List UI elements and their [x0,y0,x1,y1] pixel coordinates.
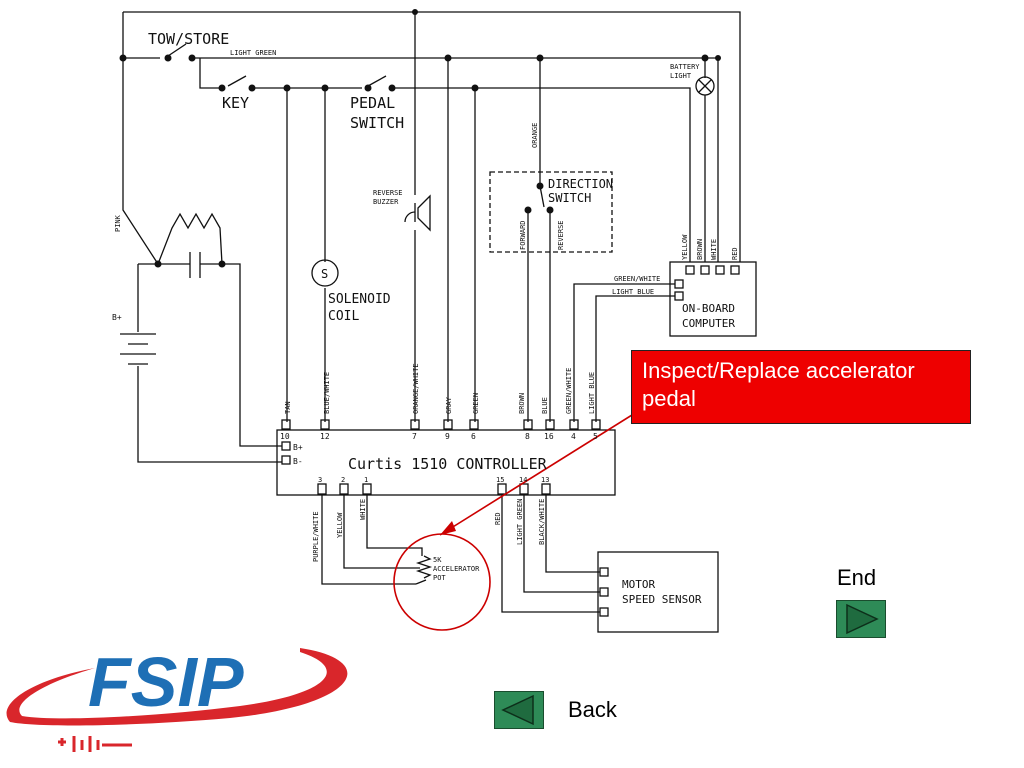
battery-b-plus-label: B+ [112,313,122,322]
speed-sensor-label: SPEED SENSOR [622,593,702,606]
controller-name: Curtis 1510 CONTROLLER [348,455,548,473]
back-label: Back [568,697,617,722]
pink-label: PINK [114,214,122,232]
wire-label-green-white: GREEN/WHITE [565,368,573,414]
pin-7: 7 [412,432,417,441]
computer-wire-red: RED [731,247,739,260]
coil-label: COIL [328,309,359,324]
wire-label-purple-white: PURPLE/WHITE [312,511,320,562]
solenoid-label: SOLENOID [328,292,391,307]
pin-3: 3 [318,476,322,484]
back-button[interactable] [494,691,544,729]
forward-label: FORWARD [519,220,527,250]
pin-10: 10 [280,432,290,441]
computer-wire-white: WHITE [710,239,718,260]
pin-9: 9 [445,432,450,441]
wire-label-brown: BROWN [518,393,526,414]
computer-label: COMPUTER [682,317,735,330]
reverse-buzzer-label-2: BUZZER [373,198,399,206]
onboard-label: ON-BOARD [682,302,735,315]
pin-16: 16 [544,432,554,441]
green-white-side-label: GREEN/WHITE [614,275,660,283]
pot-label-pot: POT [433,574,446,582]
callout-text: Inspect/Replace accelerator pedal [642,358,915,411]
pin-5: 5 [593,432,598,441]
wire-label-orange-white: ORANGE/WHITE [412,363,420,414]
battery-icon [58,736,132,752]
key-label: KEY [222,94,249,112]
end-label: End [837,565,877,590]
wire-label-light-green: LIGHT GREEN [516,499,524,545]
diagram-labels: TOW/STORE LIGHT GREEN KEY PEDAL SWITCH B… [112,30,739,606]
wire-label-blue: BLUE [541,397,549,414]
wire-label-white: WHITE [359,499,367,520]
pin-14: 14 [519,476,527,484]
pin-13: 13 [541,476,549,484]
controller-b-plus: B+ [293,443,303,452]
solenoid-symbol: S [321,267,328,281]
play-right-icon [846,603,879,635]
battery-label: BATTERY [670,63,700,71]
pin-1: 1 [364,476,368,484]
end-button[interactable] [836,600,886,638]
pin-8: 8 [525,432,530,441]
light-green-top-label: LIGHT GREEN [230,49,276,57]
wire-label-light-blue: LIGHT BLUE [588,372,596,414]
reverse-buzzer-label-1: REVERSE [373,189,403,197]
wire-label-red: RED [494,512,502,525]
orange-label: ORANGE [531,123,539,148]
pin-15: 15 [496,476,504,484]
pin-6: 6 [471,432,476,441]
controller-b-minus: B- [293,457,303,466]
light-blue-side-label: LIGHT BLUE [612,288,654,296]
wire-label-yellow: YELLOW [336,512,344,538]
pin-4: 4 [571,432,576,441]
reverse-label: REVERSE [557,220,565,250]
wire-label-blue-white: BLUE/WHITE [323,372,331,414]
wire-label-tan: TAN [284,401,292,414]
switch-label: SWITCH [350,114,404,132]
computer-wire-yellow: YELLOW [681,234,689,260]
pedal-label: PEDAL [350,94,395,112]
pin-2: 2 [341,476,345,484]
play-left-icon [501,694,534,726]
direction-label: DIRECTION [548,177,613,191]
pot-label-accelerator: ACCELERATOR [433,565,480,573]
wire-label-black-white: BLACK/WHITE [538,499,546,545]
wires [119,9,757,633]
wire-label-gray: GRAY [445,396,453,414]
pin-12: 12 [320,432,330,441]
motor-label: MOTOR [622,578,655,591]
light-label: LIGHT [670,72,692,80]
tow-store-label: TOW/STORE [148,30,229,48]
pot-label-5k: 5K [433,556,442,564]
fsip-logo: FSIP [6,643,348,752]
computer-wire-brown: BROWN [696,239,704,260]
direction-switch-label: SWITCH [548,191,591,205]
inspect-callout: Inspect/Replace accelerator pedal [631,350,971,424]
fsip-logo-text: FSIP [88,643,244,721]
wire-label-green: GREEN [472,393,480,414]
